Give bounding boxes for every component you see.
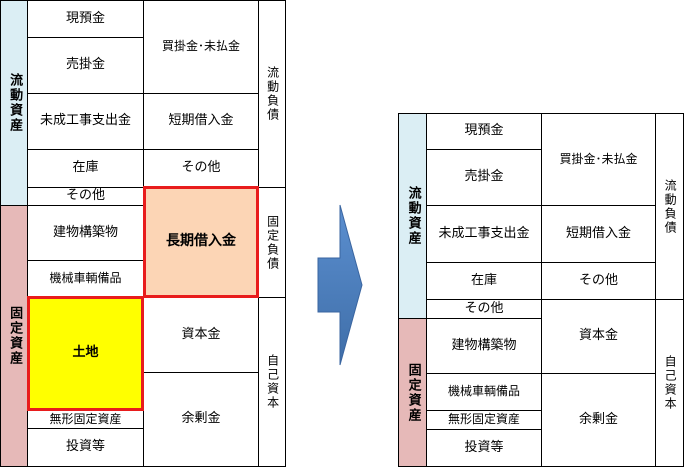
equity-capital: 資本金: [541, 299, 656, 374]
asset-investments: 投資等: [27, 428, 144, 467]
asset-receivables: 売掛金: [426, 149, 542, 206]
asset-inventory: 在庫: [27, 149, 144, 188]
asset-cash: 現預金: [426, 113, 542, 150]
asset-intangible: 無形固定資産: [426, 410, 542, 430]
asset-other: その他: [27, 187, 144, 206]
asset-cash: 現預金: [27, 0, 144, 38]
right-arrow-icon: [317, 204, 363, 366]
liability-short-term-loan: 短期借入金: [541, 205, 656, 263]
current-liabilities-label: 流動負債: [655, 113, 684, 300]
asset-buildings: 建物構築物: [426, 318, 542, 374]
asset-investments: 投資等: [426, 429, 542, 467]
asset-machinery: 機械車輌備品: [426, 373, 542, 411]
fixed-liabilities-label: 固定負債: [258, 187, 286, 298]
liability-other: その他: [143, 149, 259, 188]
asset-wip: 未成工事支出金: [426, 205, 542, 263]
current-assets-label: 流動資産: [0, 0, 28, 206]
equity-surplus: 余剰金: [541, 373, 656, 467]
asset-intangible: 無形固定資産: [27, 410, 144, 429]
liability-short-term-loan: 短期借入金: [143, 93, 259, 150]
asset-machinery: 機械車輌備品: [27, 260, 144, 298]
equity-surplus: 余剰金: [143, 372, 259, 467]
asset-land: 土地: [27, 296, 144, 411]
liability-long-term-loan: 長期借入金: [143, 186, 259, 298]
fixed-assets-label: 固定資産: [0, 205, 28, 467]
liability-payables: 買掛金･未払金: [143, 0, 259, 94]
asset-wip: 未成工事支出金: [27, 93, 144, 150]
current-assets-label: 流動資産: [398, 113, 427, 319]
asset-other: その他: [426, 299, 542, 319]
equity-label: 自己資本: [258, 297, 286, 467]
liability-other: その他: [541, 262, 656, 300]
asset-inventory: 在庫: [426, 262, 542, 300]
fixed-assets-label: 固定資産: [398, 318, 427, 467]
equity-capital: 資本金: [143, 297, 259, 373]
asset-buildings: 建物構築物: [27, 205, 144, 261]
current-liabilities-label: 流動負債: [258, 0, 286, 188]
liability-payables: 買掛金･未払金: [541, 113, 656, 206]
asset-receivables: 売掛金: [27, 37, 144, 94]
equity-label: 自己資本: [655, 299, 684, 467]
